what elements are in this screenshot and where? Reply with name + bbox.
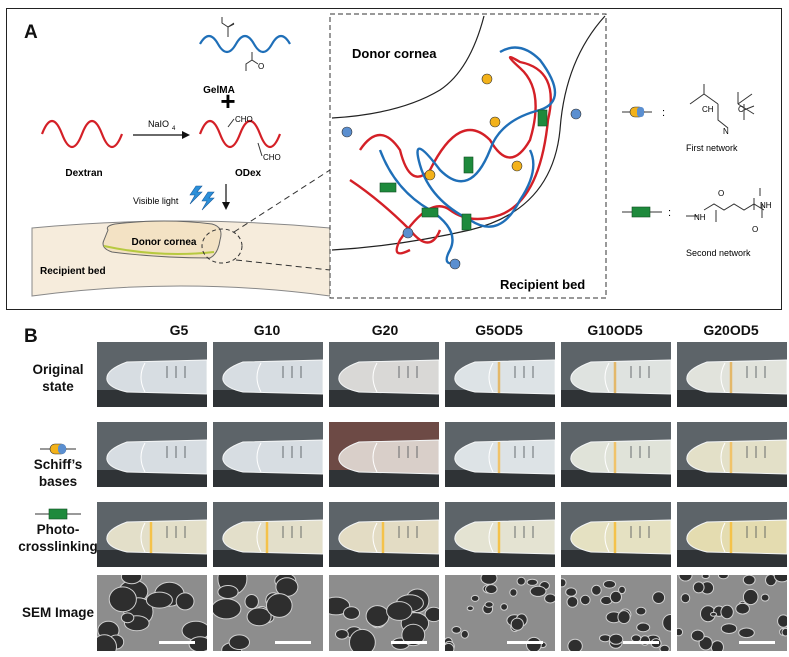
c-label: C (738, 105, 744, 114)
tube-photo (445, 502, 555, 567)
nh-label-2: NH (760, 201, 772, 210)
gelma-chain (199, 34, 291, 54)
n-label: N (723, 127, 729, 136)
first-network-label: First network (686, 143, 738, 153)
nh-label-1: NH (694, 213, 706, 222)
panel-b-letter: B (24, 326, 38, 347)
scale-bar (391, 641, 427, 644)
column-header-g10od5: G10OD5 (587, 322, 643, 338)
cho-label-bottom: CHO (263, 153, 281, 162)
oxygen-label: O (258, 62, 264, 71)
panel-a-letter: A (24, 22, 38, 43)
interface-curve-right (331, 15, 606, 251)
schiff-base-icon (40, 443, 76, 455)
arrow-right-icon (182, 131, 190, 139)
donor-cornea-big-label: Donor cornea (352, 46, 437, 61)
arrow-down-icon (222, 202, 230, 210)
tube-photo (561, 422, 671, 487)
lightning-icon (189, 185, 203, 205)
sem-image (561, 575, 671, 651)
tube-photo (329, 342, 439, 407)
tube-photo (329, 422, 439, 487)
sem-image (97, 575, 207, 651)
row-header-sem: SEM Image (21, 605, 95, 620)
tube-photo (677, 342, 787, 407)
sem-image (445, 575, 555, 651)
o-label-2: O (752, 225, 758, 234)
tube-photo (213, 422, 323, 487)
tube-photo (445, 342, 555, 407)
gelma-label: GelMA (203, 85, 235, 96)
o-label-1: O (718, 189, 724, 198)
tube-photo (445, 422, 555, 487)
recipient-bed-small-label: Recipient bed (40, 266, 106, 277)
scale-bar (507, 641, 543, 644)
crosslink-structure (686, 188, 765, 222)
tube-photo (677, 502, 787, 567)
sem-image (677, 575, 787, 651)
odex-chain (198, 119, 282, 149)
donor-cornea-small (102, 220, 222, 259)
photo-crosslink-icon (35, 508, 81, 520)
sem-image (213, 575, 323, 651)
column-header-g5od5: G5OD5 (475, 322, 523, 338)
row-header-photo: Photo-crosslinking (8, 507, 108, 555)
ch-label: CH (702, 105, 714, 114)
cho-label-top: CHO (235, 115, 253, 124)
zoom-box (329, 13, 607, 299)
lightning-icon-2 (201, 191, 215, 211)
tube-photo (97, 342, 207, 407)
photo-crosslink-marker (379, 109, 548, 231)
column-header-g5: G5 (169, 322, 189, 338)
sem-image (329, 575, 439, 651)
donor-cornea-small-label: Donor cornea (131, 237, 196, 248)
legend-colon-1: : (662, 107, 665, 119)
tube-photo (329, 502, 439, 567)
panel-a-schematic: O GelMA + Dextran NaIO 4 CHO CHO ODex Vi… (31, 13, 772, 299)
second-network-label: Second network (686, 248, 751, 258)
blue-network-chain-2 (378, 149, 461, 265)
tube-photo (213, 502, 323, 567)
column-header-g20od5: G20OD5 (703, 322, 759, 338)
scale-bar (739, 641, 775, 644)
tube-photo (97, 502, 207, 567)
crosslink-legend-icon (631, 206, 651, 218)
recipient-bed-big-label: Recipient bed (500, 277, 585, 292)
tube-photo (677, 422, 787, 487)
visible-light-label: Visible light (133, 196, 179, 206)
legend-colon-2: : (668, 207, 671, 219)
naio4-label: NaIO (148, 119, 169, 129)
dextran-chain (40, 119, 124, 149)
schiff-base-marker (341, 73, 582, 270)
column-header-g10: G10 (253, 322, 281, 338)
scale-bar (275, 641, 311, 644)
imine-structure (689, 84, 755, 129)
dextran-label: Dextran (65, 168, 102, 179)
scale-bar (159, 641, 195, 644)
plus-sign: + (220, 86, 235, 116)
tube-photo (213, 342, 323, 407)
tube-photo (561, 342, 671, 407)
panel-a-frame (6, 8, 782, 310)
naio4-subscript: 4 (172, 126, 176, 132)
gelma-methacrylate-top (221, 17, 235, 37)
interface-curve (331, 15, 485, 119)
zoom-circle (201, 228, 243, 264)
scale-bar (623, 641, 659, 644)
odex-label: ODex (235, 168, 262, 179)
gelma-methacrylate-bottom (245, 52, 259, 71)
blue-network-chain (416, 46, 557, 228)
tube-photo (97, 422, 207, 487)
tube-photo (561, 502, 671, 567)
column-header-g20: G20 (371, 322, 399, 338)
